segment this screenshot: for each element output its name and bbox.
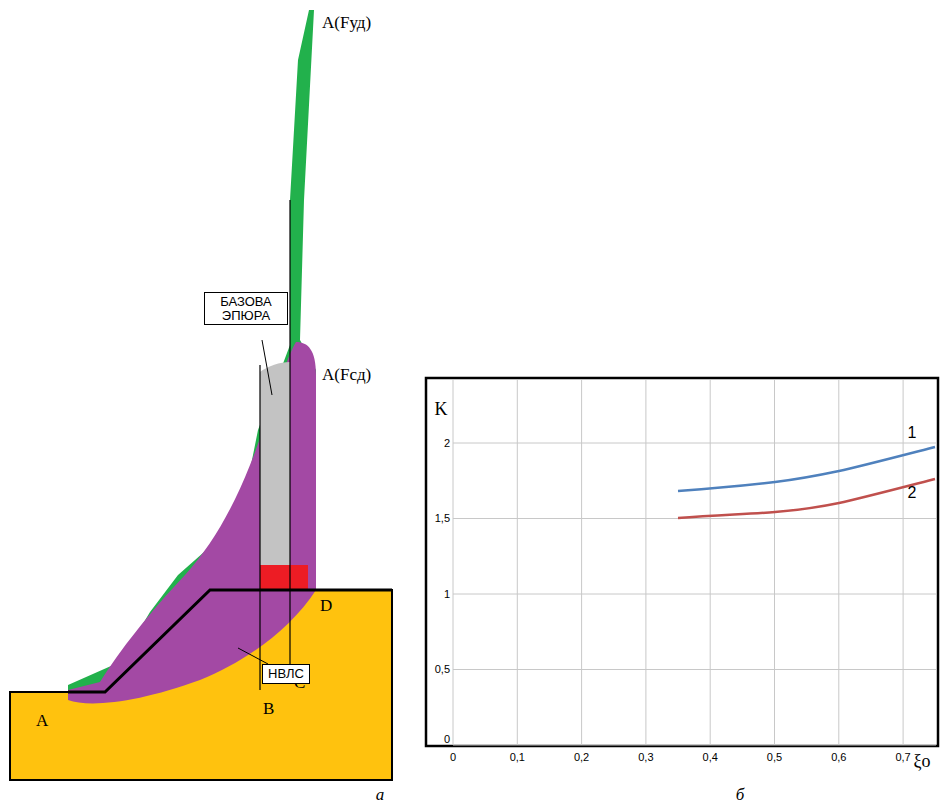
tick-label: 0 xyxy=(444,733,450,745)
chart-frame xyxy=(426,378,938,746)
tick-label: 0,4 xyxy=(703,751,718,763)
curve-number: 1 xyxy=(908,424,917,442)
box-text: НВЛС xyxy=(268,667,304,681)
tick-label: 1 xyxy=(444,588,450,600)
grid-line xyxy=(838,380,839,745)
tick-label: 2 xyxy=(444,437,450,449)
tick-label: 0,3 xyxy=(638,751,653,763)
tick-label: 1,5 xyxy=(435,512,450,524)
tick-label: 0,5 xyxy=(435,663,450,675)
section-line xyxy=(259,365,260,690)
point-label: B xyxy=(263,700,274,719)
point-label: D xyxy=(320,597,332,616)
axis-title: K xyxy=(435,400,448,420)
point-label: A(Fсд) xyxy=(322,366,371,385)
panel-letter: б xyxy=(736,786,745,805)
tick-label: 0,2 xyxy=(574,751,589,763)
tick-label: 0,5 xyxy=(767,751,782,763)
curve-1 xyxy=(678,447,935,491)
tick-label: 0 xyxy=(450,751,456,763)
grid xyxy=(453,380,936,745)
tick-label: 0,6 xyxy=(831,751,846,763)
label-box: НВЛС xyxy=(262,664,310,684)
purple-epure xyxy=(68,342,316,703)
section-line xyxy=(289,200,290,665)
surface-line xyxy=(68,590,392,692)
box-text: БАЗОВА ЭПЮРА xyxy=(210,295,282,322)
tick-label: 0,7 xyxy=(895,751,910,763)
base-epure xyxy=(260,362,290,590)
panel-letter: а xyxy=(376,786,385,805)
leader-line xyxy=(238,648,268,664)
grid-line xyxy=(453,745,936,746)
grid-line xyxy=(903,380,904,745)
curve-2 xyxy=(678,479,935,518)
axis-title: ξo xyxy=(913,752,930,772)
grid-line xyxy=(453,380,454,745)
grid-line xyxy=(453,518,936,519)
leader-line xyxy=(262,340,272,395)
grid-line xyxy=(710,380,711,745)
tick-label: 0,1 xyxy=(510,751,525,763)
grid-line xyxy=(517,380,518,745)
red-block xyxy=(260,565,308,590)
point-label: A xyxy=(36,712,48,731)
grid-line xyxy=(645,380,646,745)
grid-line xyxy=(774,380,775,745)
grid-line xyxy=(453,594,936,595)
point-label: A(Fуд) xyxy=(322,14,371,33)
grid-line xyxy=(453,443,936,444)
grid-line xyxy=(453,669,936,670)
label-box: БАЗОВА ЭПЮРА xyxy=(204,292,288,325)
curve-number: 2 xyxy=(908,484,917,502)
grid-line xyxy=(581,380,582,745)
